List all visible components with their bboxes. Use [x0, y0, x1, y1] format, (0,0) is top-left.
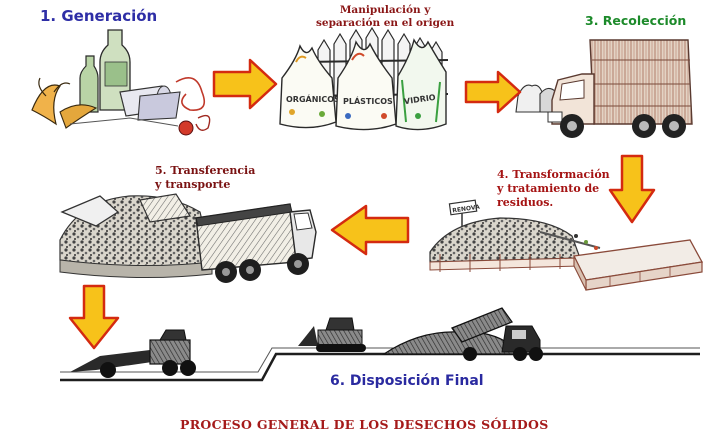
arrow-5-to-6 [68, 284, 120, 350]
collection-illustration [515, 39, 693, 138]
plant-sign-text: RENOVA [452, 204, 481, 215]
arrow-3-to-4 [608, 154, 656, 224]
diagram-title: PROCESO GENERAL DE LOS DESECHOS SÓLIDOS [180, 417, 549, 432]
step-4-label-line-3: residuos. [497, 195, 554, 209]
step-5-label: 5. Transferencia y transporte [155, 164, 255, 192]
step-4-label: 4. Transformación y tratamiento de resid… [497, 168, 610, 209]
generation-illustration [31, 29, 211, 136]
step-2-label-line-2: separación en el origen [316, 16, 455, 29]
transfer-illustration [59, 193, 317, 283]
step-5-label-line-1: 5. Transferencia [155, 164, 256, 177]
transformation-illustration: RENOVA [429, 199, 704, 291]
arrow-4-to-5 [330, 204, 410, 256]
step-3-label: 3. Recolección [585, 13, 687, 28]
step-2-label: Manipulación y separación en el origen [316, 4, 454, 29]
separation-illustration: ORGÁNICOS PLÁSTICOS VIDRIO [279, 26, 449, 131]
step-6-label: 6. Disposición Final [330, 373, 484, 389]
step-4-label-line-2: y tratamiento de [497, 181, 600, 195]
step-5-label-line-2: y transporte [155, 177, 231, 191]
step-2-label-line-1: Manipulación y [339, 4, 431, 16]
arrow-1-to-2 [212, 58, 278, 110]
disposal-illustration [60, 307, 700, 382]
bag-label-organicos: ORGÁNICOS [286, 93, 340, 104]
arrow-2-to-3 [464, 70, 522, 114]
bag-label-vidrio: VIDRIO [403, 93, 436, 106]
step-1-label: 1. Generación [40, 7, 158, 25]
step-4-label-line-1: 4. Transformación [497, 168, 610, 181]
bag-label-plasticos: PLÁSTICOS [343, 95, 393, 106]
